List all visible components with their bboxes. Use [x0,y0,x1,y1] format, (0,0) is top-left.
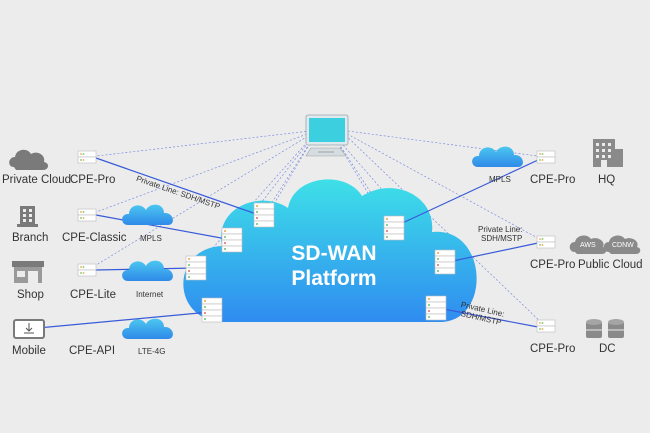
device-label-cpe-pro: CPE-Pro [530,343,576,355]
platform-title-line2: Platform [291,267,377,290]
site-label-branch: Branch [12,232,49,244]
cpe-pro-icon [77,150,97,164]
device-label-cpe-api: CPE-API [69,345,116,357]
site-label-private-cloud: Private Cloud [2,174,72,186]
cpe-lite-icon [77,263,97,277]
mpls-cloud-icon [122,204,173,225]
site-label-hq: HQ [598,174,616,186]
link-label-private-line: Private Line: [478,225,523,234]
building-icon [17,206,38,227]
cpe-classic-icon [77,208,97,222]
edge-server-icon [425,295,447,321]
edge-server-icon [185,255,207,281]
platform-title-line1: SD-WAN [291,242,377,265]
cpe-pro-icon [536,150,556,164]
link-label-mpls: MPLS [489,175,511,184]
hq-mpls-cloud-icon [472,146,523,167]
link-label-lte: LTE-4G [138,347,166,356]
cloud-icon [9,149,49,170]
device-label-cpe-classic: CPE-Classic [62,232,127,244]
device-label-cpe-lite: CPE-Lite [70,289,117,301]
edge-server-icon [383,215,405,241]
cpe-pro-icon [536,319,556,333]
edge-server-icon [434,249,456,275]
edge-server-icon [201,297,223,323]
site-label-public-cloud: Public Cloud [578,259,643,271]
aws-badge: AWS [580,242,596,249]
site-label-dc: DC [599,343,616,355]
aws-cloud-icon [569,235,607,254]
cpe-pro-icon [536,235,556,249]
storefront-icon [12,261,44,283]
cdnw-badge: CDNW [612,242,634,249]
link-label-internet: Internet [136,290,164,299]
device-label-cpe-pro: CPE-Pro [70,174,116,186]
office-building-icon [593,139,623,167]
device-label-cpe-pro: CPE-Pro [530,259,576,271]
edge-server-icon [253,202,275,228]
lte-cloud-icon [122,318,173,339]
database-icon [586,319,624,338]
link-label-sdh: SDH/MSTP [481,234,523,243]
monitor-icon [305,114,349,157]
device-label-cpe-pro: CPE-Pro [530,174,576,186]
edge-server-icon [221,227,243,253]
internet-cloud-icon [122,260,173,281]
site-label-shop: Shop [17,289,44,301]
site-label-mobile: Mobile [12,345,46,357]
cdnw-cloud-icon [603,235,641,254]
tablet-icon [13,319,45,339]
link-label-mpls: MPLS [140,234,162,243]
